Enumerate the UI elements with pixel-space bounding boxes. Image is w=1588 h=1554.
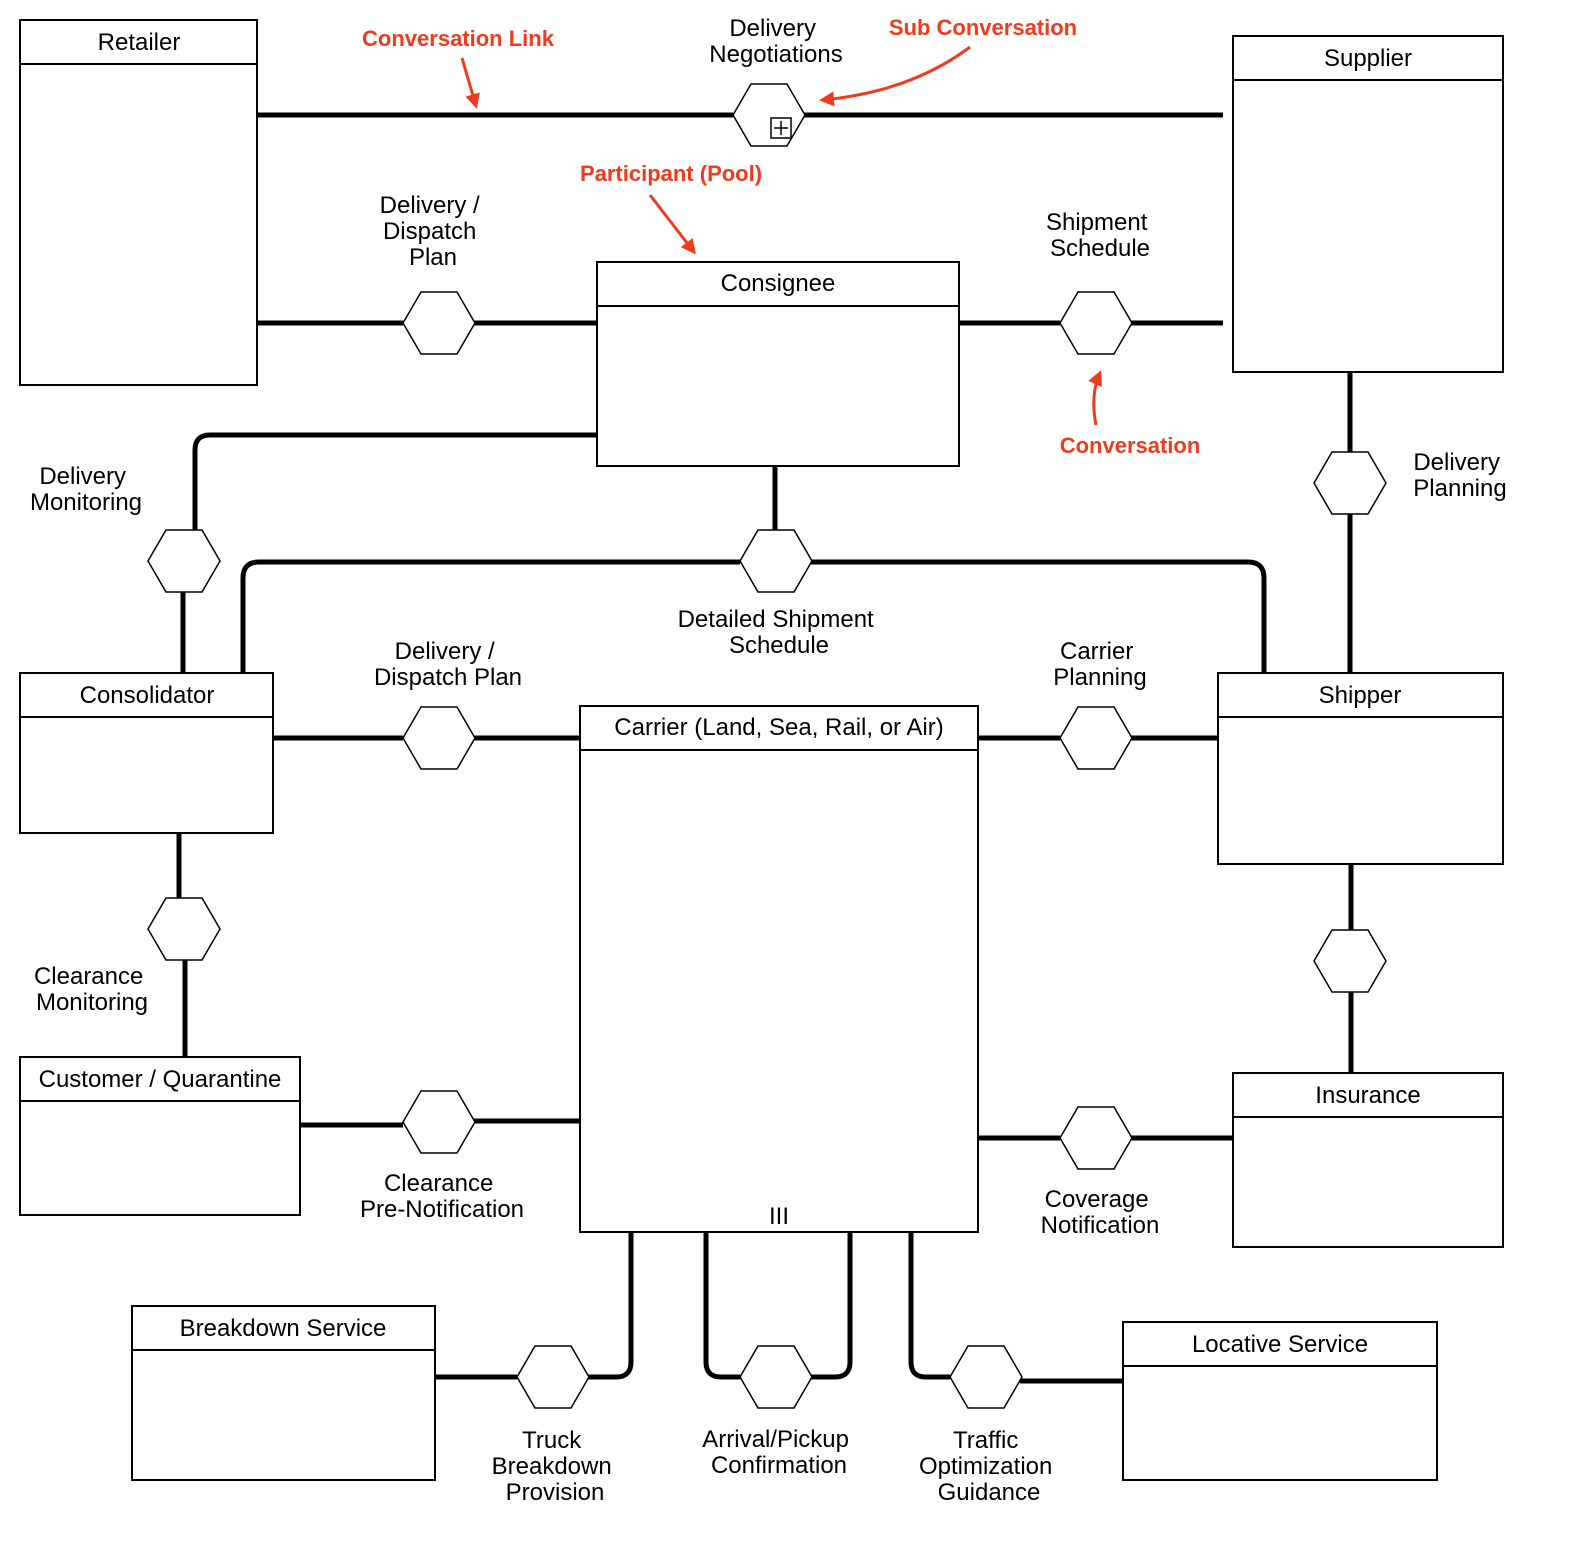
conversation-labels: Delivery Negotiations Delivery / Dispatc… [30,15,1507,1506]
label-carrier-planning: Carrier Planning [1053,638,1146,691]
pool-consignee: Consignee [596,261,960,467]
link-carrier-arrival-right [810,1232,853,1380]
pool-consolidator: Consolidator [19,672,274,834]
label-delivery-planning: Delivery Planning [1413,449,1506,502]
annotation-conversation: Conversation [1060,433,1201,458]
pool-title: Breakdown Service [180,1315,387,1342]
link-carrier-arrival-left [703,1232,740,1380]
arrow-conversation-link [460,57,480,109]
link-carrier-traffic [908,1232,950,1380]
label-traffic-optimization: Traffic Optimization Guidance [919,1427,1059,1506]
pool-title: Consolidator [80,682,215,709]
conversation-delivery-planning [1313,451,1387,515]
pool-title: Customer / Quarantine [39,1066,282,1093]
label-delivery-monitoring: Delivery Monitoring [30,463,142,516]
link-detailed-shipper [810,559,1267,673]
annotation-sub-conversation: Sub Conversation [889,15,1077,40]
pool-title: Retailer [98,29,181,56]
conversation-delivery-monitoring [147,529,221,593]
conversation-clearance-monitoring [147,897,221,961]
label-clearance-monitoring: Clearance Monitoring [34,963,150,1016]
conversation-delivery-negotiations [732,83,806,147]
pool-breakdown-service: Breakdown Service [131,1305,436,1481]
arrow-conversation [1088,370,1102,426]
conversation-traffic-optimization [949,1345,1023,1409]
conversation-coverage-notification [1059,1106,1133,1170]
label-coverage-notification: Coverage Notification [1041,1186,1160,1239]
label-delivery-dispatch-plan-mid: Delivery / Dispatch Plan [374,638,522,691]
pool-title: Shipper [1319,682,1402,709]
conversation-carrier-planning [1059,706,1133,770]
label-delivery-negotiations: Delivery Negotiations [709,15,842,68]
conversation-detailed-shipment-schedule [739,529,813,593]
link-consignee-monitoring [192,432,597,530]
arrow-sub-conversation [819,45,971,107]
pool-carrier: Carrier (Land, Sea, Rail, or Air) III [579,705,979,1233]
label-delivery-dispatch-plan-top: Delivery / Dispatch Plan [380,192,487,271]
annotations: Conversation Link Sub Conversation Parti… [362,15,1200,458]
annotation-participant-pool: Participant (Pool) [580,161,762,186]
label-truck-breakdown: Truck Breakdown Provision [492,1427,619,1506]
label-shipment-schedule: Shipment Schedule [1046,209,1154,262]
pool-retailer: Retailer [19,19,258,386]
conversation-arrival-pickup [739,1345,813,1409]
conversation-truck-breakdown [516,1345,590,1409]
pool-title: Supplier [1324,45,1412,72]
pool-insurance: Insurance [1232,1072,1504,1248]
pool-customs: Customer / Quarantine [19,1056,301,1216]
conversation-shipper-insurance [1313,929,1387,993]
link-consolidator-detailed [240,559,740,673]
conversation-delivery-dispatch-plan-mid [402,706,476,770]
arrow-participant-pool [648,194,696,255]
label-arrival-pickup: Arrival/Pickup Confirmation [702,1426,855,1479]
pool-title: Consignee [721,270,836,297]
conversation-delivery-dispatch-plan-top [402,291,476,355]
pool-title: Carrier (Land, Sea, Rail, or Air) [614,714,943,741]
conversation-clearance-prenotification [402,1090,476,1154]
conversations [147,83,1387,1409]
pool-supplier: Supplier [1232,35,1504,373]
pool-title: Insurance [1315,1082,1420,1109]
annotation-conversation-link: Conversation Link [362,26,555,51]
label-clearance-prenotification: Clearance Pre-Notification [360,1170,524,1223]
pool-title: Locative Service [1192,1331,1368,1358]
pool-locative-service: Locative Service [1122,1321,1438,1481]
conversation-links [176,112,1354,1384]
pool-shipper: Shipper [1217,672,1504,865]
link-carrier-truck [587,1232,634,1380]
conversation-shipment-schedule [1059,291,1133,355]
label-detailed-shipment-schedule: Detailed Shipment Schedule [678,606,881,659]
multi-instance-marker: III [769,1203,789,1230]
